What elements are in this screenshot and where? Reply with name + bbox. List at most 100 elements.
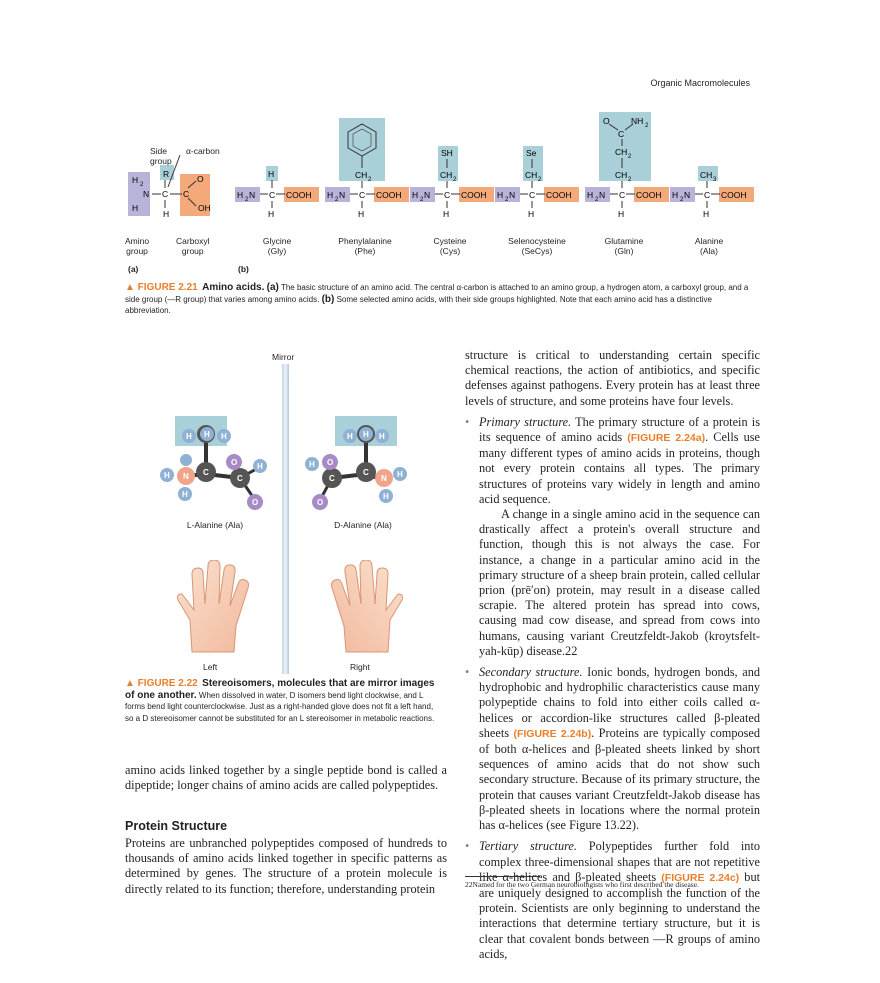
svg-text:C: C xyxy=(359,190,365,200)
svg-text:SH: SH xyxy=(441,148,453,158)
svg-text:3: 3 xyxy=(713,177,717,183)
alpha-carbon-label: α-carbon xyxy=(186,146,220,156)
svg-text:COOH: COOH xyxy=(721,190,747,200)
svg-text:N: N xyxy=(183,472,189,481)
right-glove-image xyxy=(330,560,403,653)
svg-text:C: C xyxy=(269,190,275,200)
svg-text:H: H xyxy=(132,175,138,185)
svg-text:H: H xyxy=(383,492,389,501)
svg-text:2: 2 xyxy=(595,197,599,203)
svg-text:H: H xyxy=(497,190,503,200)
svg-text:H: H xyxy=(182,490,188,499)
svg-text:N: N xyxy=(339,190,345,200)
svg-text:H: H xyxy=(221,432,227,441)
right-label: Right xyxy=(350,662,370,672)
svg-text:H: H xyxy=(703,209,709,219)
svg-text:H: H xyxy=(412,190,418,200)
svg-text:H: H xyxy=(237,190,243,200)
svg-text:2: 2 xyxy=(628,177,632,183)
svg-text:C: C xyxy=(704,190,710,200)
amino-group-label: Amino group xyxy=(125,236,150,256)
svg-text:H: H xyxy=(528,209,534,219)
svg-text:O: O xyxy=(197,174,204,184)
svg-text:2: 2 xyxy=(538,177,542,183)
amino-acid-name: Cysteine(Cys) xyxy=(433,236,467,256)
svg-text:COOH: COOH xyxy=(376,190,402,200)
svg-text:O: O xyxy=(231,458,237,467)
svg-text:C: C xyxy=(619,190,625,200)
svg-text:H: H xyxy=(347,432,353,441)
svg-text:C: C xyxy=(183,189,189,199)
svg-text:2: 2 xyxy=(140,182,144,188)
svg-text:O: O xyxy=(317,498,323,507)
list-item-primary: Primary structure. The primary structure… xyxy=(465,415,760,659)
left-paragraph-2: Proteins are unbranched polypeptides com… xyxy=(125,836,447,896)
svg-text:COOH: COOH xyxy=(286,190,312,200)
right-paragraph-intro: structure is critical to understanding c… xyxy=(465,348,760,408)
list-item-tertiary: Tertiary structure. Polypeptides further… xyxy=(465,839,760,962)
l-alanine-model: H H H C N H H C O O H xyxy=(160,416,267,510)
svg-text:2: 2 xyxy=(628,154,632,160)
carboxyl-group-label: Carboxyl group xyxy=(176,236,210,256)
svg-text:OH: OH xyxy=(198,203,211,213)
svg-text:H: H xyxy=(163,209,169,219)
amino-acid-name: Phenylalanine(Phe) xyxy=(338,236,392,256)
svg-text:H: H xyxy=(257,462,263,471)
mirror xyxy=(282,364,289,674)
d-alanine-label: D-Alanine (Ala) xyxy=(334,520,392,530)
svg-text:C: C xyxy=(203,468,209,477)
figure-2-21-caption: ▲ FIGURE 2.21 Amino acids. (a) The basic… xyxy=(125,282,749,315)
left-glove-image xyxy=(177,560,250,653)
svg-text:H: H xyxy=(397,470,403,479)
svg-text:H: H xyxy=(268,209,274,219)
svg-text:R: R xyxy=(163,169,169,179)
svg-text:CH: CH xyxy=(615,147,627,157)
svg-text:2: 2 xyxy=(680,197,684,203)
svg-text:C: C xyxy=(237,474,243,483)
svg-text:O: O xyxy=(603,116,610,126)
running-header: Organic Macromolecules xyxy=(650,78,750,88)
svg-text:N: N xyxy=(424,190,430,200)
svg-text:COOH: COOH xyxy=(461,190,487,200)
svg-text:C: C xyxy=(444,190,450,200)
svg-text:2: 2 xyxy=(453,177,457,183)
svg-text:COOH: COOH xyxy=(546,190,572,200)
svg-text:H: H xyxy=(672,190,678,200)
footnote-rule xyxy=(465,876,540,877)
svg-text:H: H xyxy=(186,432,192,441)
mirror-label: Mirror xyxy=(272,352,295,362)
svg-text:C: C xyxy=(162,189,168,199)
amino-acid-name: Selenocysteine(SeCys) xyxy=(508,236,566,256)
svg-text:H: H xyxy=(618,209,624,219)
svg-text:C: C xyxy=(329,474,335,483)
svg-text:O: O xyxy=(327,458,333,467)
svg-text:H: H xyxy=(268,169,274,179)
svg-text:N: N xyxy=(684,190,690,200)
svg-text:2: 2 xyxy=(505,197,509,203)
svg-text:H: H xyxy=(164,471,170,480)
svg-text:N: N xyxy=(143,189,149,199)
svg-text:COOH: COOH xyxy=(636,190,662,200)
svg-text:2: 2 xyxy=(245,197,249,203)
svg-text:CH: CH xyxy=(615,170,627,180)
svg-text:NH: NH xyxy=(631,116,643,126)
svg-text:CH: CH xyxy=(355,170,367,180)
svg-text:2: 2 xyxy=(645,123,649,129)
svg-text:N: N xyxy=(381,474,387,483)
svg-text:CH: CH xyxy=(525,170,537,180)
svg-text:H: H xyxy=(379,432,385,441)
left-paragraph-1: amino acids linked together by a single … xyxy=(125,763,447,793)
svg-text:H: H xyxy=(309,460,315,469)
d-alanine-model: H H H C N H H C O O H xyxy=(305,416,407,510)
left-label: Left xyxy=(203,662,218,672)
svg-text:N: N xyxy=(599,190,605,200)
svg-text:H: H xyxy=(204,430,210,439)
svg-text:N: N xyxy=(249,190,255,200)
amino-acid-name: Glycine(Gly) xyxy=(262,236,292,256)
svg-text:H: H xyxy=(443,209,449,219)
list-item-secondary: Secondary structure. Ionic bonds, hydrog… xyxy=(465,665,760,833)
panel-b-label: (b) xyxy=(238,264,249,274)
l-alanine-label: L-Alanine (Ala) xyxy=(186,520,244,530)
svg-text:2: 2 xyxy=(368,177,372,183)
